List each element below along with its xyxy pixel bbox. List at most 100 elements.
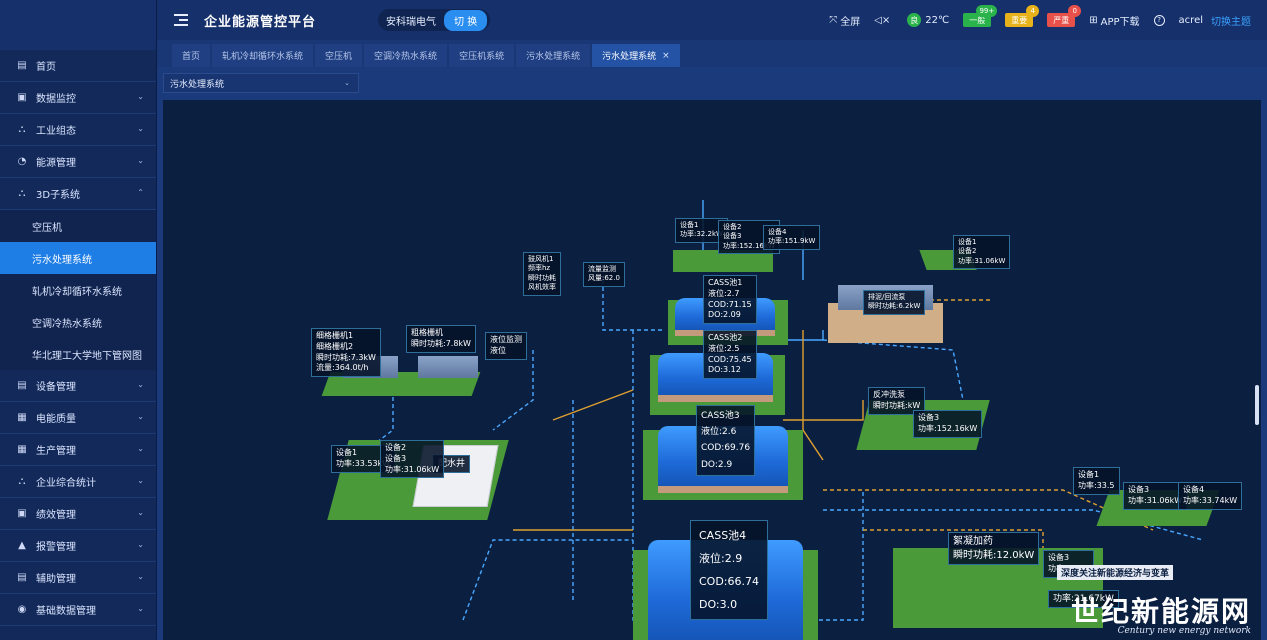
network-icon: ⛬ (18, 124, 26, 135)
home-icon: ▤ (17, 60, 27, 71)
sidebar-subitem[interactable]: 轧机冷却循环水系统 (0, 274, 156, 306)
tab-2[interactable]: 空压机 (315, 44, 363, 67)
sidebar-subitem[interactable]: 污水处理系统 (0, 242, 156, 274)
production-icon: ▦ (17, 444, 27, 455)
sidebar-item-items_after5[interactable]: ▲报警管理⌄ (0, 530, 156, 562)
tab-0[interactable]: 首页 (172, 44, 211, 67)
cass2-base (658, 392, 773, 402)
sidebar-subitem[interactable]: 空压机 (0, 210, 156, 242)
watermark-en: Century new energy network (1117, 626, 1251, 636)
sidebar-item-items_after6[interactable]: ▤辅助管理⌄ (0, 562, 156, 594)
tab-label: 空压机 (325, 52, 353, 62)
menu-toggle-icon[interactable] (174, 14, 188, 26)
cass3-label: CASS池3 液位:2.6 COD:69.76 DO:2.9 (696, 405, 756, 476)
blower-label: 鼓风机1 频率hz 瞬时功耗 风机效率 (523, 252, 561, 296)
gauge-icon: ◔ (17, 156, 27, 167)
chevron-icon: ⌄ (137, 540, 144, 549)
sidebar-item-items_after0[interactable]: ▤ 设备管理 ⌄ (0, 370, 156, 402)
chevron-icon: ⌄ (137, 412, 144, 421)
tab-label: 空调冷热水系统 (374, 52, 438, 62)
tab-4[interactable]: 空压机系统 (449, 44, 515, 67)
chevron-down-icon: ⌄ (344, 79, 350, 87)
sidebar-item-items1[interactable]: ▣数据监控⌄ (0, 82, 156, 114)
cass1-label: CASS池1 液位:2.7 COD:71.15 DO:2.09 (703, 275, 757, 325)
sidebar-item-label: 电能质量 (36, 414, 76, 425)
top-platform (673, 250, 773, 272)
tab-5[interactable]: 污水处理系统 (516, 44, 591, 67)
system-select[interactable]: 污水处理系统 ⌄ (163, 73, 359, 93)
main-content: 污水处理系统 ⌄ (157, 67, 1267, 640)
sidebar-subitem[interactable]: 华北理工大学地下管网图 (0, 338, 156, 370)
pipeline-layer (352, 200, 1204, 621)
assist-icon: ▤ (17, 572, 27, 583)
chevron-icon: ⌄ (137, 444, 144, 453)
chevron-icon: ⌄ (137, 156, 144, 165)
dosing-device-label: 絮凝加药 瞬时功耗:12.0kW (948, 532, 1040, 565)
close-icon[interactable]: × (662, 50, 670, 61)
cass4-label: CASS池4 液位:2.9 COD:66.74 DO:3.0 (690, 520, 769, 621)
temperature: 22℃ (925, 14, 950, 26)
fullscreen-button[interactable]: ⤧ 全屏 (829, 13, 860, 28)
tab-1[interactable]: 轧机冷却循环水系统 (212, 44, 314, 67)
device-icon: ▤ (17, 380, 27, 391)
chevron-icon: ⌄ (137, 476, 144, 485)
sidebar-item-label: 设备管理 (36, 382, 76, 393)
quality-icon: ▦ (17, 412, 27, 423)
flow-monitor-label: 流量监测 风量:62.0 (583, 262, 625, 287)
sidebar-item-label: 能源管理 (36, 158, 76, 169)
company-switcher: 安科瑞电气 切 换 (378, 9, 491, 31)
sidebar: ▤首页▣数据监控⌄ ⛬ 工业组态 ⌄ ◔ 能源管理 ⌄ ⛬3D子系统⌃ 空压机污水处理系统轧机… (0, 0, 157, 640)
dist-device3-label: 设备2 设备3 功率:31.06kW (380, 440, 445, 479)
sidebar-item-items3[interactable]: ◔ 能源管理 ⌄ (0, 146, 156, 178)
tab-6[interactable]: 污水处理系统× (592, 44, 680, 67)
backwash-pump-label: 反冲洗泵 瞬时功耗:kW (868, 387, 926, 415)
grid-machine-3-label: 粗格栅机 瞬时功耗:7.8kW (406, 325, 476, 353)
tab-3[interactable]: 空调冷热水系统 (364, 44, 448, 67)
backwash-device3-label: 设备3 功率:152.16kW (913, 410, 983, 438)
dosing-power-label: 功率:21.67kW (1048, 590, 1119, 609)
system-select-value: 污水处理系统 (170, 79, 225, 90)
air-quality-icon: 良 (907, 13, 922, 27)
sidebar-item-items_after7[interactable]: ◉基础数据管理⌄ (0, 594, 156, 626)
user-name[interactable]: acrel (1178, 14, 1203, 26)
sidebar-item-items4[interactable]: ⛬3D子系统⌃ (0, 178, 156, 210)
help-icon: ? (1153, 14, 1165, 26)
weather-widget: 良 22℃ (907, 13, 949, 27)
scene-scrollbar[interactable] (1255, 385, 1259, 425)
chevron-icon: ⌄ (137, 572, 144, 581)
sidebar-item-label: 工业组态 (36, 126, 76, 137)
sidebar-item-items_after2[interactable]: ▦ 生产管理 ⌄ (0, 434, 156, 466)
grid-machine-3 (418, 356, 478, 378)
3d-scene[interactable]: CASS池1 液位:2.7 COD:71.15 DO:2.09 CASS池2 液… (163, 100, 1261, 640)
chevron-icon: ⌄ (137, 380, 144, 389)
sidebar-item-items_after4[interactable]: ▣绩效管理⌄ (0, 498, 156, 530)
mute-button[interactable]: ◁× (874, 15, 893, 26)
warning-icon: ▲ (18, 540, 26, 551)
speaker-mute-icon: ◁× (874, 14, 891, 26)
switch-theme-link[interactable]: 切换主题 (1211, 16, 1251, 28)
sidebar-item-items_after1[interactable]: ▦ 电能质量 ⌄ (0, 402, 156, 434)
alarm-label: 一般 (969, 15, 986, 25)
help-button[interactable]: ? (1153, 14, 1165, 26)
tab-label: 轧机冷却循环水系统 (222, 52, 304, 62)
sidebar-item-items0[interactable]: ▤首页 (0, 50, 156, 82)
tab-label: 污水处理系统 (526, 52, 581, 62)
sidebar-item-label: 生产管理 (36, 446, 76, 457)
chevron-icon: ⌄ (137, 508, 144, 517)
right-device3-label: 设备3 功率:31.06kW (1123, 482, 1188, 510)
sludge-pump-label: 排泥/回流泵 瞬时功耗:6.2kW (863, 290, 926, 315)
sidebar-subitem[interactable]: 空调冷热水系统 (0, 306, 156, 338)
chevron-icon: ⌃ (137, 188, 144, 197)
app-download-button[interactable]: ⊞ APP下载 (1089, 13, 1139, 28)
qr-grid-icon: ⊞ (1089, 14, 1098, 26)
switch-company-button[interactable]: 切 换 (444, 9, 488, 31)
cass2-label: CASS池2 液位:2.5 COD:75.45 DO:3.12 (703, 330, 757, 380)
sidebar-item-label: 企业综合统计 (36, 478, 96, 489)
sidebar-item-items_after3[interactable]: ⛬企业综合统计⌄ (0, 466, 156, 498)
sidebar-item-items2[interactable]: ⛬工业组态⌄ (0, 114, 156, 146)
